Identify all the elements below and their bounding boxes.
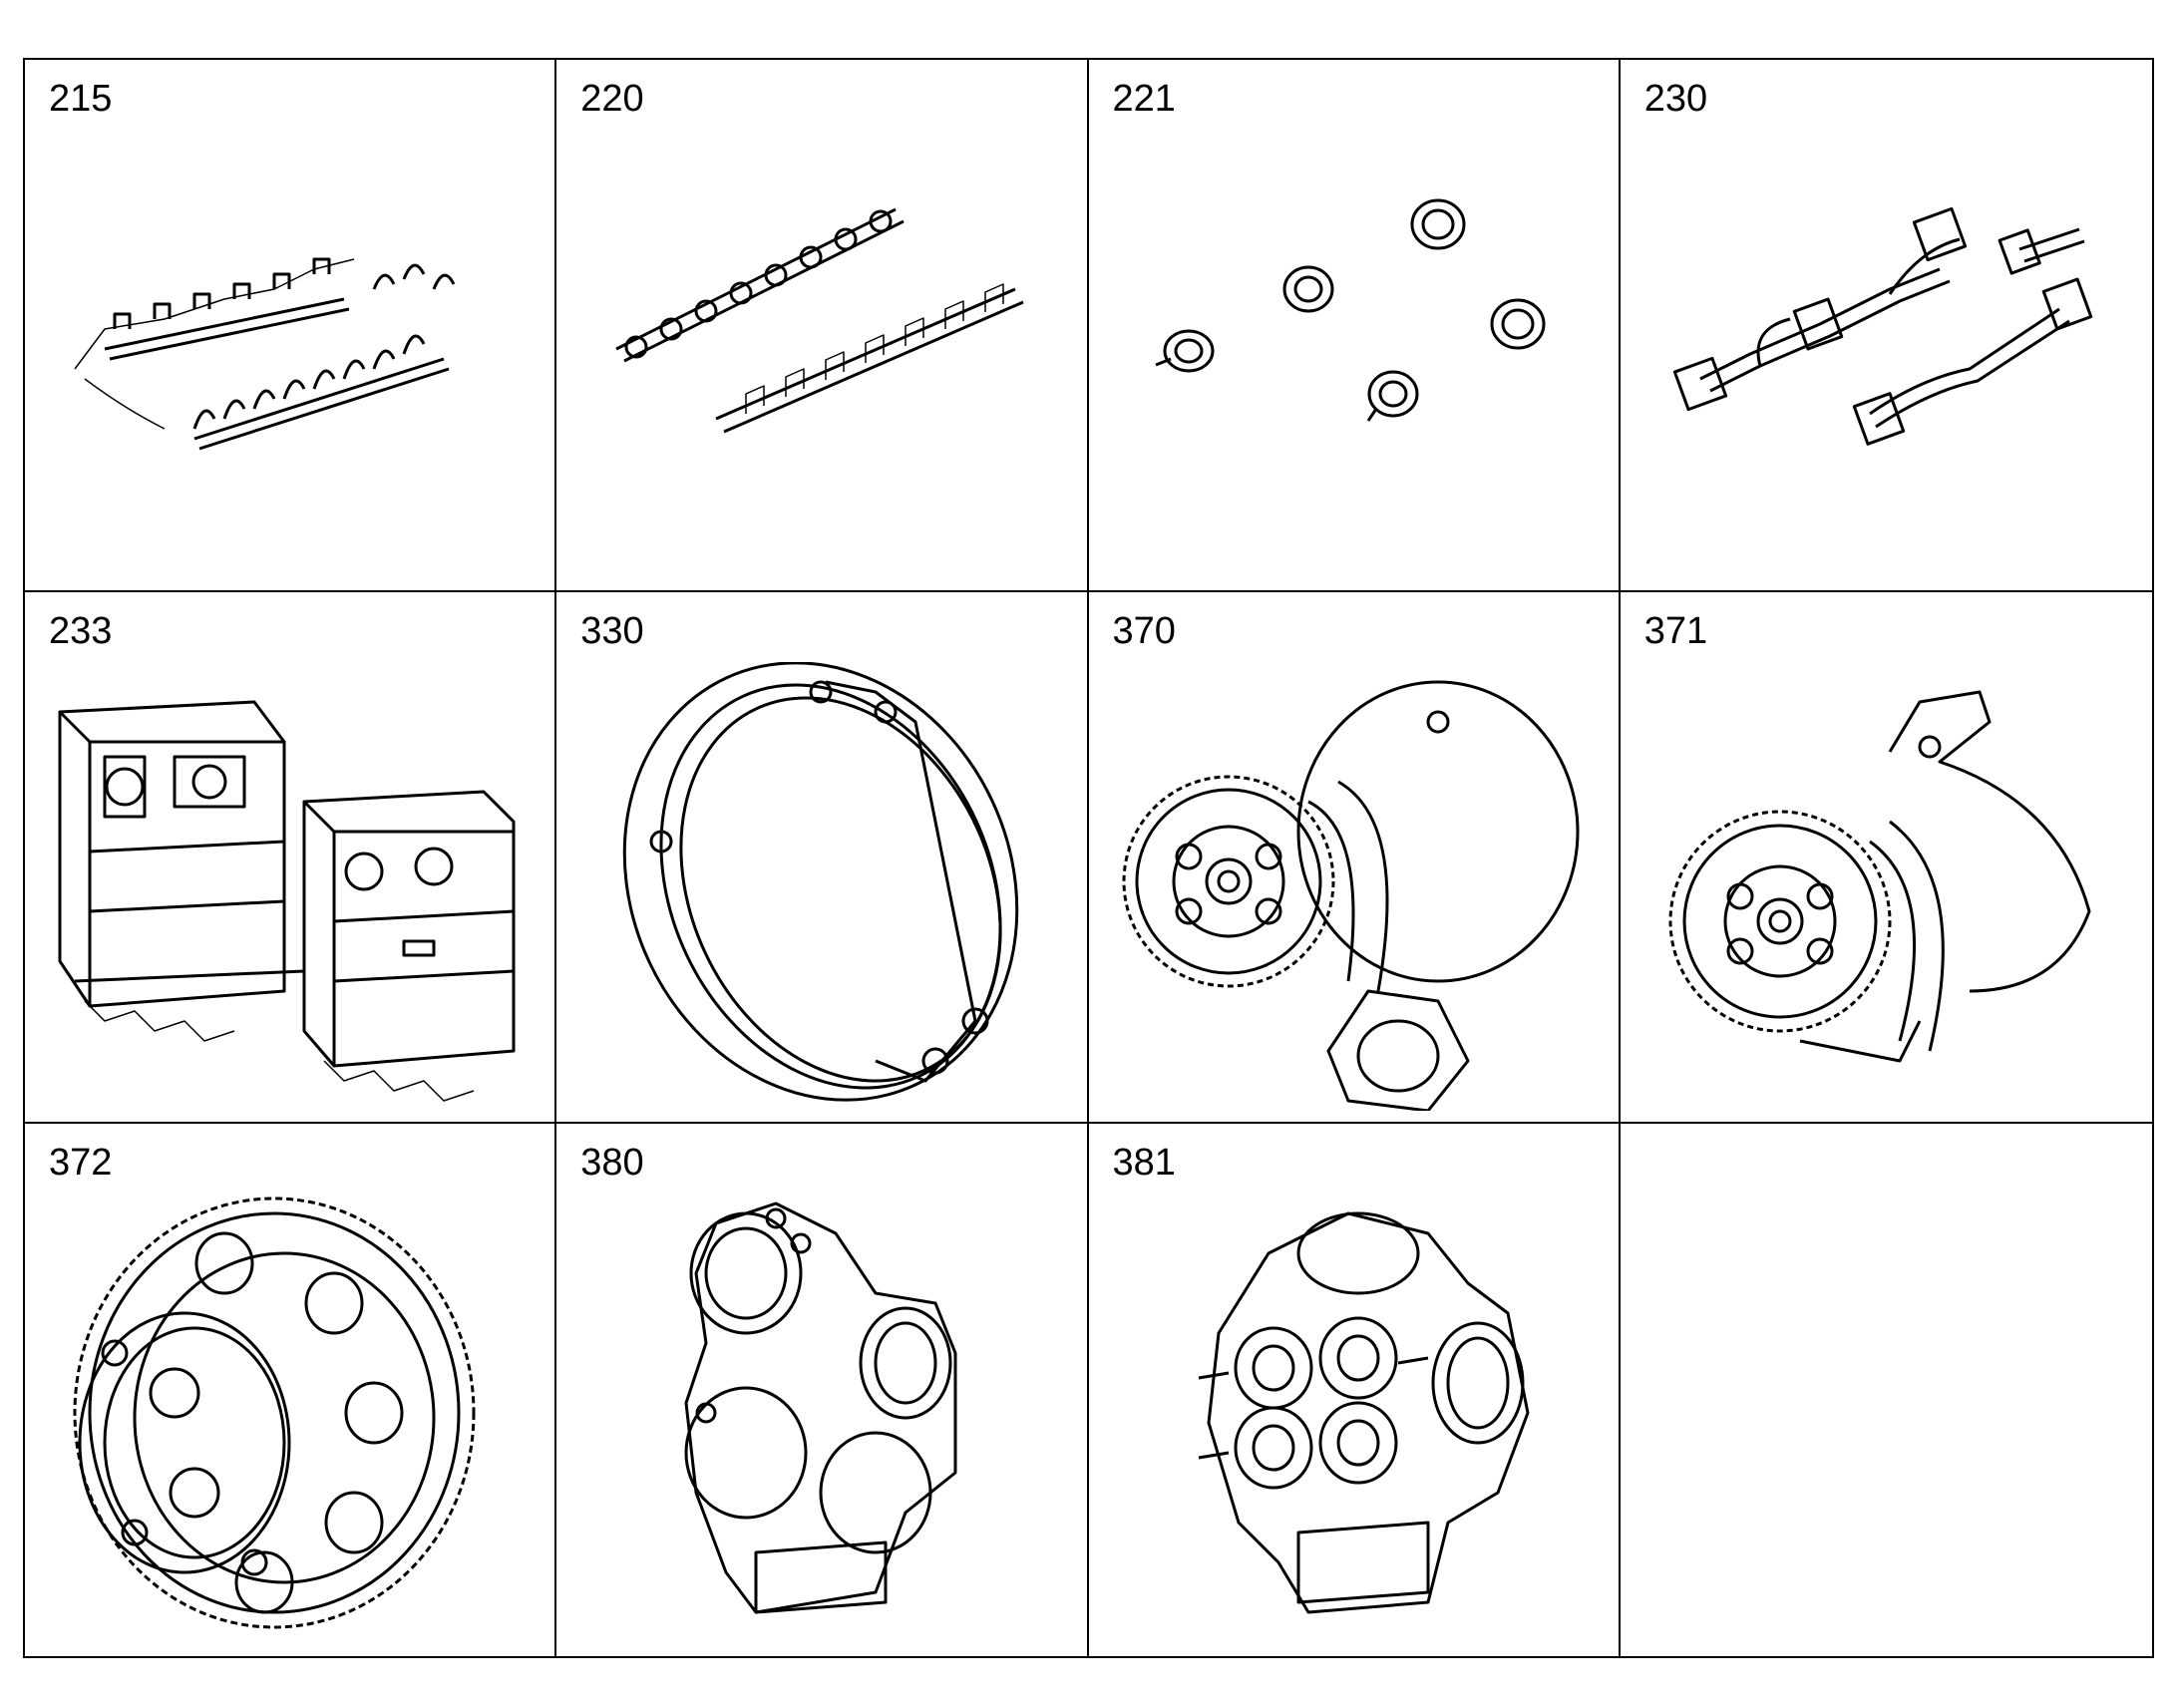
gearbox-housing-icon (684, 1201, 957, 1614)
water-pump-icon (1122, 680, 1579, 1111)
part-number: 330 (580, 609, 644, 652)
camshaft-pair-icon (615, 207, 1024, 434)
part-number: 381 (1112, 1142, 1176, 1185)
drive-gear-icon (73, 1196, 476, 1629)
part-cell-220[interactable]: 220 (556, 60, 1089, 592)
part-number: 220 (580, 78, 644, 120)
part-number: 230 (1643, 78, 1708, 120)
part-cell-215[interactable]: 215 (25, 60, 557, 592)
part-cell-381[interactable]: 381 (1089, 1124, 1621, 1656)
part-cell-330[interactable]: 330 (556, 591, 1089, 1125)
cylinder-head-icon (58, 700, 516, 1102)
part-cell-233[interactable]: 233 (25, 591, 557, 1125)
bearing-bushings-icon (1154, 198, 1545, 422)
part-number: 233 (49, 609, 113, 652)
pump-with-housing-icon (1668, 690, 2091, 1063)
part-cell-370[interactable]: 370 (1088, 591, 1621, 1125)
pump-assembly-icon (1198, 1211, 1529, 1614)
part-cell-380[interactable]: 380 (556, 1124, 1089, 1656)
part-number: 221 (1112, 78, 1176, 120)
part-cell-371[interactable]: 371 (1620, 592, 2152, 1125)
part-cell-221[interactable]: 221 (1088, 60, 1621, 592)
part-number: 380 (580, 1142, 644, 1185)
cover-plate-icon (623, 661, 1019, 1102)
parts-catalog-grid: 215 220 221 (23, 58, 2154, 1658)
part-cell-372[interactable]: 372 (25, 1124, 557, 1656)
part-number: 371 (1643, 609, 1708, 652)
part-number: 372 (49, 1142, 113, 1185)
part-number: 370 (1112, 609, 1176, 652)
part-cell-230[interactable]: 230 (1620, 60, 2152, 592)
empty-cell (1621, 1124, 2152, 1656)
part-number: 215 (49, 78, 113, 120)
exhaust-manifold-icon (1672, 206, 2093, 446)
fuel-line-harness-icon (74, 257, 456, 451)
